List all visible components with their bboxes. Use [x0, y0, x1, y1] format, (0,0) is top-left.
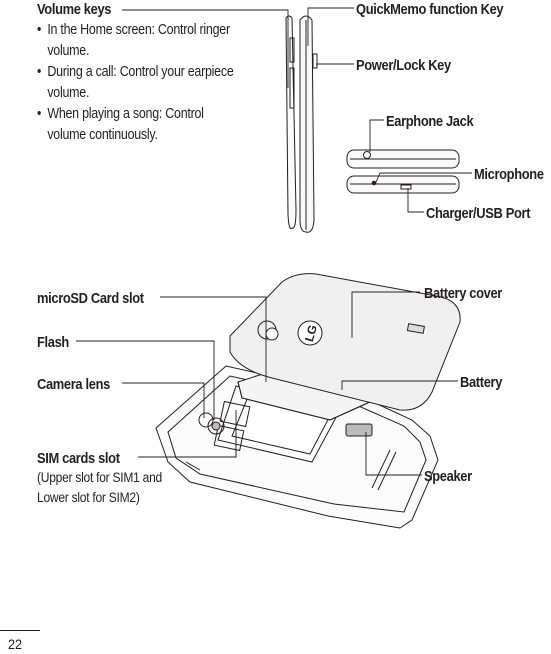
cover-speaker-grille — [406, 323, 425, 334]
microsd-card-slot-label: microSD Card slot — [37, 290, 144, 307]
sim-slot-upper — [219, 400, 251, 428]
bullet-line: volume. — [47, 43, 90, 59]
microphone-label: Microphone — [474, 166, 544, 183]
phone-side-left — [285, 15, 297, 230]
camera-lens-ring — [207, 417, 225, 435]
bullet-line: volume. — [47, 85, 90, 101]
charger-usb-port-label: Charger/USB Port — [426, 205, 531, 222]
flash-label: Flash — [37, 334, 69, 351]
sim-note-line-1: (Upper slot for SIM1 and — [37, 469, 162, 485]
battery-label: Battery — [460, 374, 503, 391]
usb-port — [400, 184, 412, 190]
battery-cover — [229, 273, 461, 411]
sim-slot-lower — [213, 424, 245, 452]
speaker-grille — [345, 423, 373, 437]
sim-note-line-2: Lower slot for SIM2) — [37, 489, 140, 505]
volume-key — [289, 67, 295, 109]
power-key — [312, 53, 318, 69]
bullet-line: When playing a song: Control — [47, 106, 204, 122]
phone-side-right — [299, 15, 318, 233]
earphone-jack — [363, 151, 371, 159]
bullet-line: In the Home screen: Control ringer — [47, 22, 230, 38]
battery-cover-label: Battery cover — [424, 285, 502, 302]
earphone-jack-label: Earphone Jack — [386, 113, 474, 130]
phone-bottom-edge — [346, 175, 460, 194]
page-number-rule — [0, 630, 40, 631]
camera-lens-label: Camera lens — [37, 376, 110, 393]
leader-lines — [76, 7, 472, 476]
power-lock-key-label: Power/Lock Key — [356, 57, 451, 74]
lg-logo-icon — [297, 320, 323, 346]
speaker-label: Speaker — [424, 468, 472, 485]
phone-top-edge — [346, 149, 460, 169]
bullet-item: During a call: Control your earpiece vol… — [37, 62, 234, 104]
bullet-item: When playing a song: Control volume cont… — [37, 104, 233, 146]
microphone-hole — [371, 180, 377, 186]
volume-keys-description: In the Home screen: Control ringer volum… — [37, 20, 234, 146]
bullet-item: In the Home screen: Control ringer volum… — [37, 20, 233, 62]
sim-cards-slot-label: SIM cards slot — [37, 450, 120, 467]
page-number: 22 — [8, 636, 23, 652]
lg-logo-text: LG — [302, 323, 320, 343]
quickmemo-key-left — [289, 37, 295, 63]
bullet-line: volume continuously. — [47, 127, 158, 143]
flash-led — [198, 412, 214, 428]
camera-lens — [211, 421, 221, 431]
volume-keys-label: Volume keys — [37, 1, 112, 18]
quickmemo-key-label: QuickMemo function Key — [356, 1, 504, 18]
bullet-line: During a call: Control your earpiece — [47, 64, 234, 80]
